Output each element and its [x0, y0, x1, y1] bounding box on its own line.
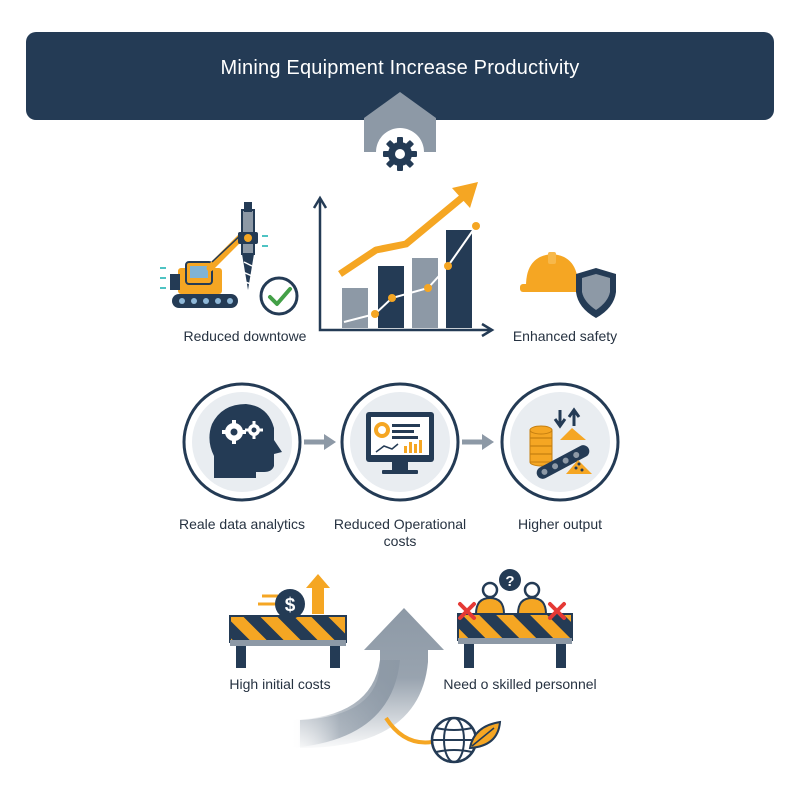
- gear-icon: [383, 137, 417, 171]
- road-barrier-icon-2: [457, 613, 573, 668]
- road-barrier-icon: [229, 615, 347, 668]
- process-circle-analytics: [182, 382, 302, 502]
- label-enhanced-safety: Enhanced safety: [512, 328, 618, 344]
- process-circle-output: [500, 382, 620, 502]
- process-arrow-1: [304, 434, 336, 450]
- people-question-icon: ?: [458, 569, 566, 620]
- clock-check-icon: [259, 276, 299, 316]
- label-skilled-personnel: Need o skilled personnel: [443, 676, 597, 692]
- label-reduced-operational-costs: Reduced Operational costs: [320, 516, 480, 550]
- drill-rig-icon: [160, 202, 268, 308]
- globe-leaf-icon: [384, 716, 502, 764]
- growth-chart-icon: [312, 182, 495, 338]
- process-circle-costs: [340, 382, 460, 502]
- monitor-dashboard-icon: [366, 412, 434, 474]
- label-reduced-downtime: Reduced downtowe: [183, 328, 307, 344]
- growth-curve-arrow: [290, 608, 444, 748]
- label-real-data-analytics: Reale data analytics: [178, 516, 306, 532]
- head-gears-icon: [209, 404, 282, 478]
- label-reduced-operational-line1: Reduced Operational: [333, 516, 467, 532]
- page-title: Mining Equipment Increase Productivity: [220, 56, 580, 79]
- label-reduced-operational-line2: costs: [383, 533, 417, 549]
- process-arrow-2: [462, 434, 494, 450]
- svg-text:?: ?: [505, 573, 514, 590]
- label-higher-output: Higher output: [517, 516, 603, 532]
- svg-text:$: $: [285, 595, 296, 616]
- hard-hat-icon: [520, 252, 584, 292]
- shield-icon: [576, 268, 616, 318]
- dollar-icon: $: [258, 574, 330, 619]
- gear-badge: [364, 92, 436, 176]
- label-high-initial-costs: High initial costs: [229, 676, 331, 692]
- conveyor-output-icon: [529, 407, 592, 479]
